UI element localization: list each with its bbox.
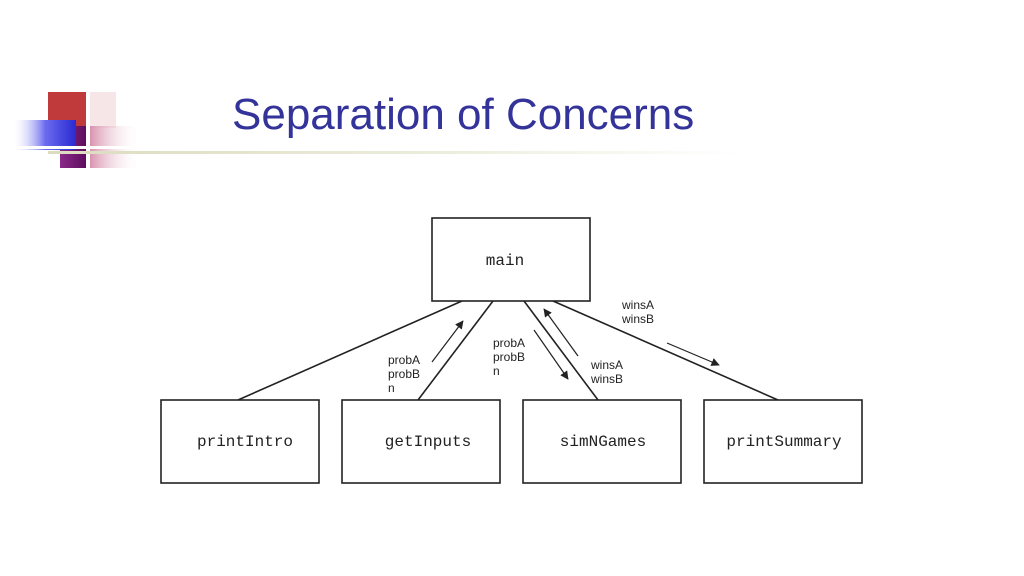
edge-main-printintro <box>237 300 463 401</box>
edge-label-getinputs-returns: probA probB n <box>388 353 420 395</box>
edge-label-line: winsB <box>621 312 654 326</box>
node-get-inputs-label: getInputs <box>385 433 471 451</box>
edge-label-line: n <box>388 381 395 395</box>
node-get-inputs: getInputs <box>341 399 501 484</box>
node-main: main <box>431 217 591 302</box>
slide-logo-icon <box>10 88 150 174</box>
edge-label-line: n <box>493 364 500 378</box>
arrow-getinputs-up <box>431 320 464 363</box>
edge-label-line: probB <box>493 350 525 364</box>
node-main-label: main <box>486 252 524 270</box>
edge-label-printsummary-params: winsA winsB <box>621 298 654 326</box>
arrow-simngames-up <box>543 308 579 357</box>
edge-label-line: probA <box>388 353 420 367</box>
edge-label-line: winsB <box>590 372 623 386</box>
edge-label-simngames-params: probA probB n <box>493 336 525 378</box>
data-flow-arrows <box>431 308 720 380</box>
node-print-summary-label: printSummary <box>726 433 842 451</box>
node-sim-n-games: simNGames <box>522 399 682 484</box>
arrow-simngames-down <box>533 329 569 380</box>
node-print-intro-label: printIntro <box>197 433 293 451</box>
edge-label-line: probB <box>388 367 420 381</box>
edge-label-simngames-returns: winsA winsB <box>590 358 623 386</box>
title-underline <box>48 151 748 154</box>
node-sim-n-games-label: simNGames <box>560 433 646 451</box>
node-print-summary: printSummary <box>703 399 863 484</box>
slide-title: Separation of Concerns <box>232 90 695 139</box>
edge-main-simngames <box>523 300 599 401</box>
edge-label-line: winsA <box>621 298 654 312</box>
edge-main-getinputs <box>417 300 494 401</box>
edge-main-printsummary <box>552 300 779 401</box>
edge-label-line: probA <box>493 336 525 350</box>
node-print-intro: printIntro <box>160 399 320 484</box>
connector-lines <box>237 300 779 401</box>
edge-label-line: winsA <box>590 358 623 372</box>
arrow-printsummary-down <box>666 342 720 366</box>
